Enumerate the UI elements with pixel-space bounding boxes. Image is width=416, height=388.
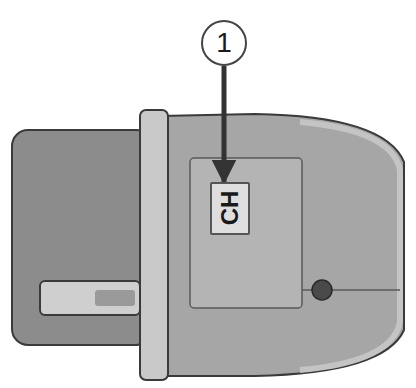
label-box: CH (210, 182, 250, 235)
part-label: CH (218, 191, 242, 226)
chuck-body (160, 114, 404, 376)
marker-dot (312, 280, 332, 300)
body-highlight (300, 122, 400, 370)
label-panel (190, 158, 302, 308)
flange (140, 110, 168, 380)
shaft (40, 281, 140, 315)
callout-circle: 1 (201, 20, 247, 66)
callout-number: 1 (216, 29, 232, 57)
shaft-slot (95, 290, 135, 306)
rear-housing (12, 130, 152, 345)
leader-arrow (222, 66, 227, 182)
